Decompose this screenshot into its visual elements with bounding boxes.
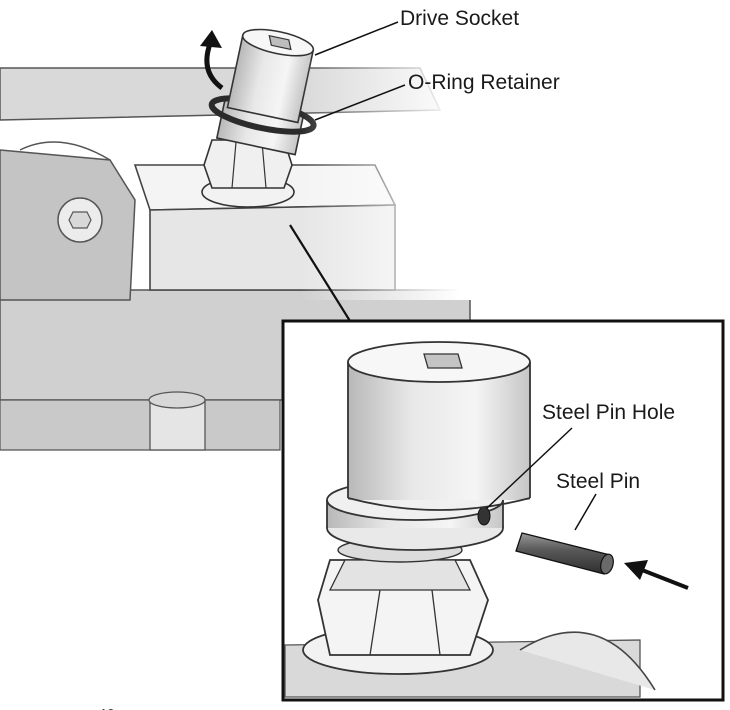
steel-pin-hole-icon [477,506,491,526]
label-steel-pin: Steel Pin [556,470,640,493]
insert-arrow-shaft [641,568,689,590]
label-o-ring-retainer: O-Ring Retainer [408,71,560,94]
inset-bracket-arc [519,631,656,691]
callouts: Drive Socket O-Ring Retainer Steel Pin H… [100,7,675,710]
lower-shaft [149,399,206,451]
rotation-arrow-icon [204,43,224,91]
label-drive-socket: Drive Socket [400,7,519,30]
page-number: 10 [100,706,114,710]
inset-square-drive-icon [423,353,463,369]
detail-leader-line [289,224,351,322]
frame-rail-lower [0,399,281,451]
bracket-curve [19,141,111,161]
steel-pin-icon [515,532,614,575]
inset-socket-body [348,362,530,500]
detail-inset [281,319,725,702]
label-steel-pin-hole: Steel Pin Hole [542,401,675,424]
insert-arrow-icon [624,560,648,580]
main-view [0,28,500,451]
square-drive-icon [268,34,292,51]
